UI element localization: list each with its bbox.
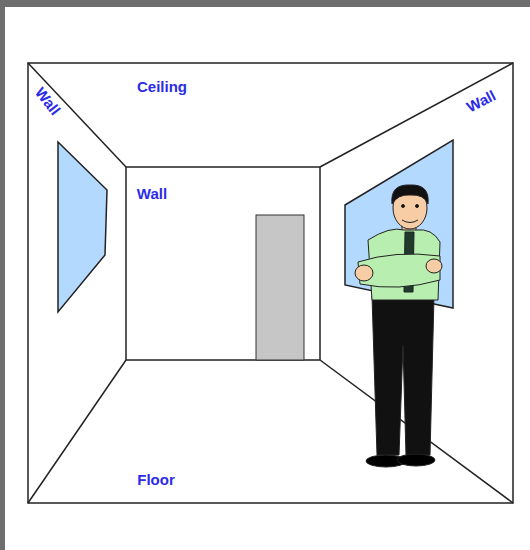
eye	[416, 205, 419, 208]
room-edge	[28, 360, 126, 503]
window	[58, 142, 107, 312]
region-label: Wall	[137, 186, 167, 201]
back-wall	[126, 167, 320, 360]
door	[256, 215, 304, 360]
window	[345, 140, 453, 308]
region-label: Floor	[137, 472, 175, 487]
hand	[426, 259, 442, 273]
hand	[355, 265, 373, 281]
eye	[402, 205, 405, 208]
room-outline	[28, 63, 513, 503]
region-label: Ceiling	[137, 79, 187, 94]
room-edge	[320, 63, 513, 167]
trousers	[372, 296, 434, 455]
man-figure	[355, 185, 442, 467]
room-edge	[28, 63, 126, 167]
frame-bar	[0, 0, 530, 7]
shoe	[397, 454, 435, 466]
region-label: Wall	[33, 84, 63, 117]
hair	[392, 185, 428, 204]
region-label: Wall	[464, 87, 498, 114]
mouth	[402, 220, 418, 223]
frame-bar	[0, 0, 5, 550]
